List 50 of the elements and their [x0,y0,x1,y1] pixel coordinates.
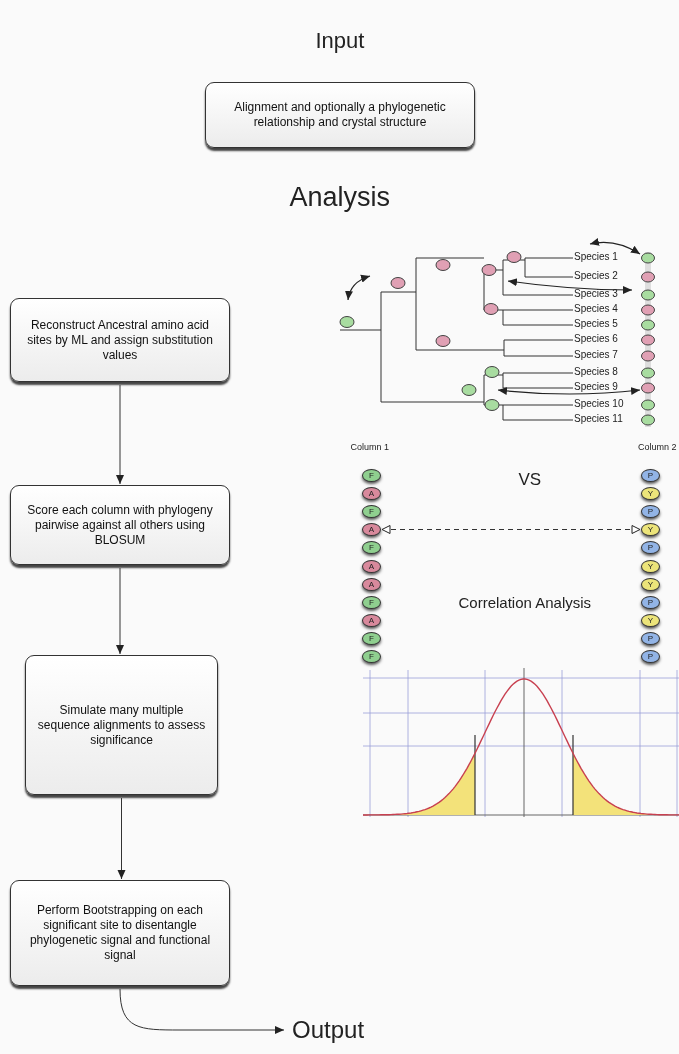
heading: Input [315,28,365,54]
residue-marker: P [641,595,660,609]
residue-marker: Y [641,523,660,537]
residue-marker: P [641,650,660,663]
arrow [116,384,124,485]
residue-marker: F [362,650,381,663]
column-label: Column 1 [350,442,390,452]
residue-marker: P [641,505,660,519]
residue-marker: P [641,631,660,645]
residue-marker: F [362,595,381,609]
residue-marker: A [362,487,381,501]
arrow [117,797,126,880]
process-box: Simulate many multiple sequence alignments to assess significance [25,655,218,795]
vs-label: VS [518,470,542,490]
residue-marker: Y [641,559,660,573]
column-label: Column 2 [638,442,677,452]
dashed-arrow [381,525,641,534]
species-label: Species 8 [574,366,618,377]
species-label: Species 2 [574,270,618,281]
residue-marker: A [362,559,381,573]
arrow [119,988,285,1034]
process-box: Score each column with phylogeny pairwise against all others using BLOSUM [10,485,230,565]
process-box: Alignment and optionally a phylogenetic relationship and crystal structure [205,82,475,148]
chart-caption: Correlation Analysis [458,594,592,611]
residue-marker: Y [641,613,660,627]
output-heading: Output [292,1016,365,1044]
species-label: Species 3 [574,288,618,299]
residue-marker: F [362,631,381,645]
arrow [116,567,124,655]
residue-marker: P [641,541,660,555]
residue-marker: A [362,613,381,627]
process-box: Reconstruct Ancestral amino acid sites by ML and assign substitution values [10,298,230,382]
species-label: Species 1 [574,251,618,262]
species-label: Species 5 [574,318,618,329]
residue-marker: Y [641,487,660,501]
species-label: Species 9 [574,381,618,392]
residue-marker: Y [641,577,660,591]
species-label: Species 7 [574,349,618,360]
species-label: Species 11 [574,413,623,424]
heading: Analysis [289,182,391,213]
residue-marker: P [641,469,660,482]
process-box: Perform Bootstrapping on each significant site to disentangle phylogenetic signal and functional signal [10,880,230,986]
species-label: Species 4 [574,303,618,314]
residue-marker: F [362,541,381,555]
residue-marker: A [362,523,381,537]
species-label: Species 10 [574,398,624,409]
residue-marker: F [362,469,381,482]
species-label: Species 6 [574,333,618,344]
residue-marker: A [362,577,381,591]
residue-marker: F [362,505,381,519]
